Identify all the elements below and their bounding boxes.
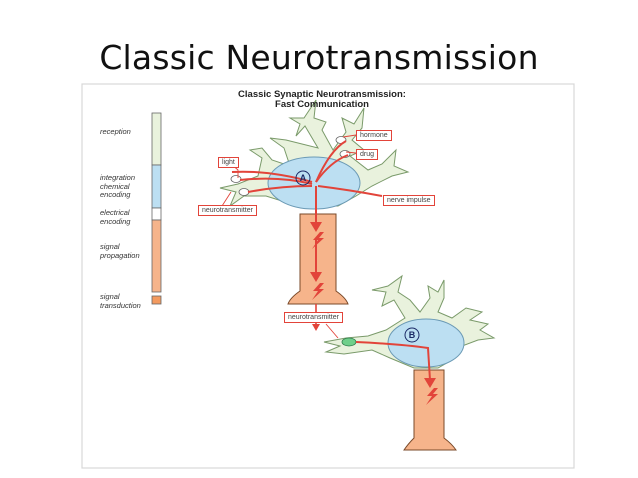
- figure-heading-line2: Fast Communication: [275, 99, 369, 110]
- slide-title: Classic Neurotransmission: [99, 38, 539, 77]
- stage-bar-integration: [151, 164, 162, 209]
- stage-bar-electrical: [151, 207, 162, 221]
- stage-bar-transduction: [151, 295, 162, 305]
- neuron-b-soma: [387, 318, 465, 368]
- neuron-a-letter: A: [299, 173, 307, 183]
- stage-label-integration: integration chemical encoding: [100, 173, 136, 199]
- neuron-a-synapse-4: [238, 188, 250, 196]
- neuron-a: [219, 99, 410, 305]
- label-light: light: [218, 157, 239, 168]
- neuron-b-marker: [404, 327, 420, 343]
- impulse-bolt-a1: [312, 232, 324, 249]
- neuron-b: [323, 274, 496, 451]
- label-neurotransmitter-b: neurotransmitter: [284, 312, 343, 323]
- figure-heading: Classic Synaptic Neurotransmission: Fast…: [172, 90, 472, 110]
- impulse-bolt-a2: [312, 283, 324, 300]
- neuron-b-axon: [403, 369, 457, 451]
- neuron-b-letter: B: [408, 330, 416, 340]
- neuron-b-receptor: [341, 337, 357, 347]
- stage-bar-reception: [151, 112, 162, 166]
- neuron-a-axon: [287, 213, 349, 305]
- stage-label-propagation: signal propagation: [100, 242, 140, 260]
- stage-label-transduction: signal transduction: [100, 292, 141, 310]
- stage-label-electrical: electrical encoding: [100, 208, 131, 226]
- label-neurotransmitter-a: neurotransmitter: [198, 205, 257, 216]
- impulse-bolt-b1: [426, 388, 438, 405]
- label-nerve-impulse: nerve impulse: [383, 195, 435, 206]
- neuron-a-marker: [295, 170, 311, 186]
- stage-bar-propagation: [151, 219, 162, 293]
- label-hormone: hormone: [356, 130, 392, 141]
- neuron-a-synapse-3: [230, 175, 242, 183]
- label-drug: drug: [356, 149, 379, 160]
- figure-heading-line1: Classic Synaptic Neurotransmission:: [238, 89, 406, 100]
- stage-label-reception: reception: [100, 127, 131, 136]
- neuron-a-soma: [267, 156, 361, 210]
